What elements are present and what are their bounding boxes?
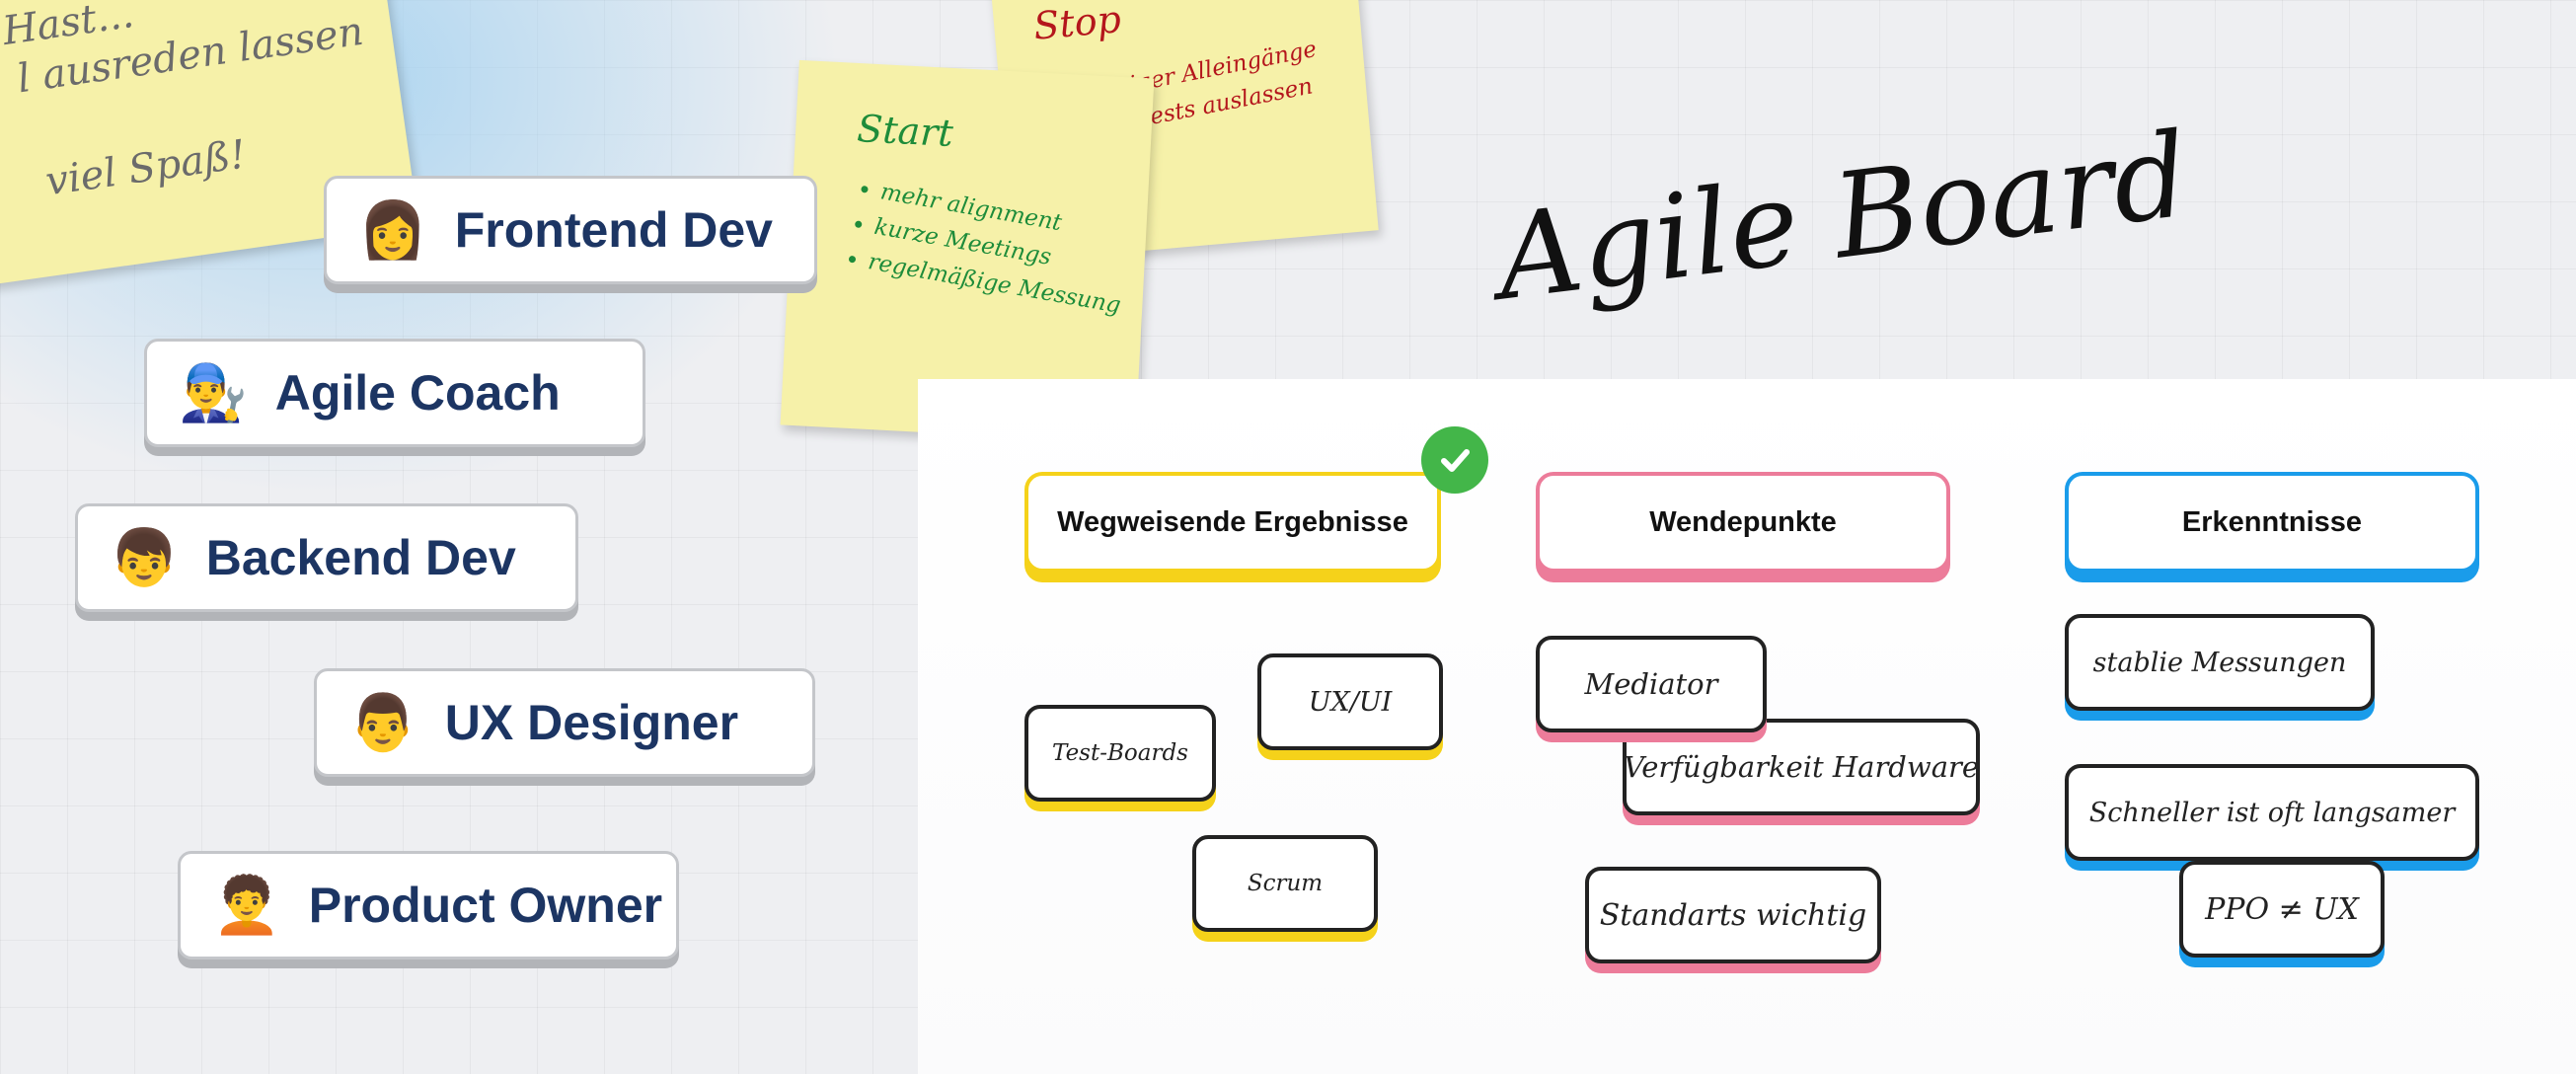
role-card-backend-dev[interactable]: 👦 Backend Dev [75, 503, 578, 612]
card-test-boards[interactable]: Test-Boards [1024, 705, 1216, 802]
card-verfuegbarkeit-hardware[interactable]: Verfügbarkeit Hardware [1623, 719, 1980, 815]
board-title: Agile Board [1489, 106, 2196, 327]
card-ppo-ux[interactable]: PPO ≠ UX [2179, 861, 2385, 958]
card-standarts-wichtig[interactable]: Standarts wichtig [1585, 867, 1881, 963]
card-mediator[interactable]: Mediator [1536, 636, 1767, 732]
sticky-note-title: Start [856, 107, 954, 156]
card-scrum[interactable]: Scrum [1192, 835, 1378, 932]
role-card-agile-coach[interactable]: 👨‍🔧 Agile Coach [144, 339, 645, 447]
column-header-wegweisende-ergebnisse[interactable]: Wegweisende Ergebnisse [1024, 472, 1441, 573]
boy-emoji-icon: 👦 [110, 526, 179, 590]
role-card-product-owner[interactable]: 🧑‍🦱 Product Owner [178, 851, 679, 959]
sticky-note-line: viel Spaß! [42, 131, 250, 205]
card-ux-ui[interactable]: UX/UI [1257, 653, 1443, 750]
column-header-wendepunkte[interactable]: Wendepunkte [1536, 472, 1950, 573]
role-card-ux-designer[interactable]: 👨 UX Designer [314, 668, 815, 777]
man-emoji-icon: 👨 [348, 691, 417, 755]
role-label: Backend Dev [205, 530, 516, 585]
column-header-erkenntnisse[interactable]: Erkenntnisse [2065, 472, 2479, 573]
role-card-frontend-dev[interactable]: 👩 Frontend Dev [324, 176, 817, 284]
role-label: Agile Coach [274, 365, 561, 421]
card-schneller-ist-oft-langsamer[interactable]: Schneller ist oft langsamer [2065, 764, 2479, 861]
curly-hair-person-emoji-icon: 🧑‍🦱 [212, 874, 281, 938]
role-label: Frontend Dev [454, 202, 773, 258]
mechanic-emoji-icon: 👨‍🔧 [179, 361, 248, 425]
role-label: UX Designer [444, 695, 739, 750]
card-stablie-messungen[interactable]: stablie Messungen [2065, 614, 2375, 711]
check-circle-icon [1421, 426, 1488, 494]
sticky-note-title: Stop [1031, 0, 1123, 48]
role-label: Product Owner [308, 878, 663, 933]
woman-emoji-icon: 👩 [358, 198, 427, 263]
